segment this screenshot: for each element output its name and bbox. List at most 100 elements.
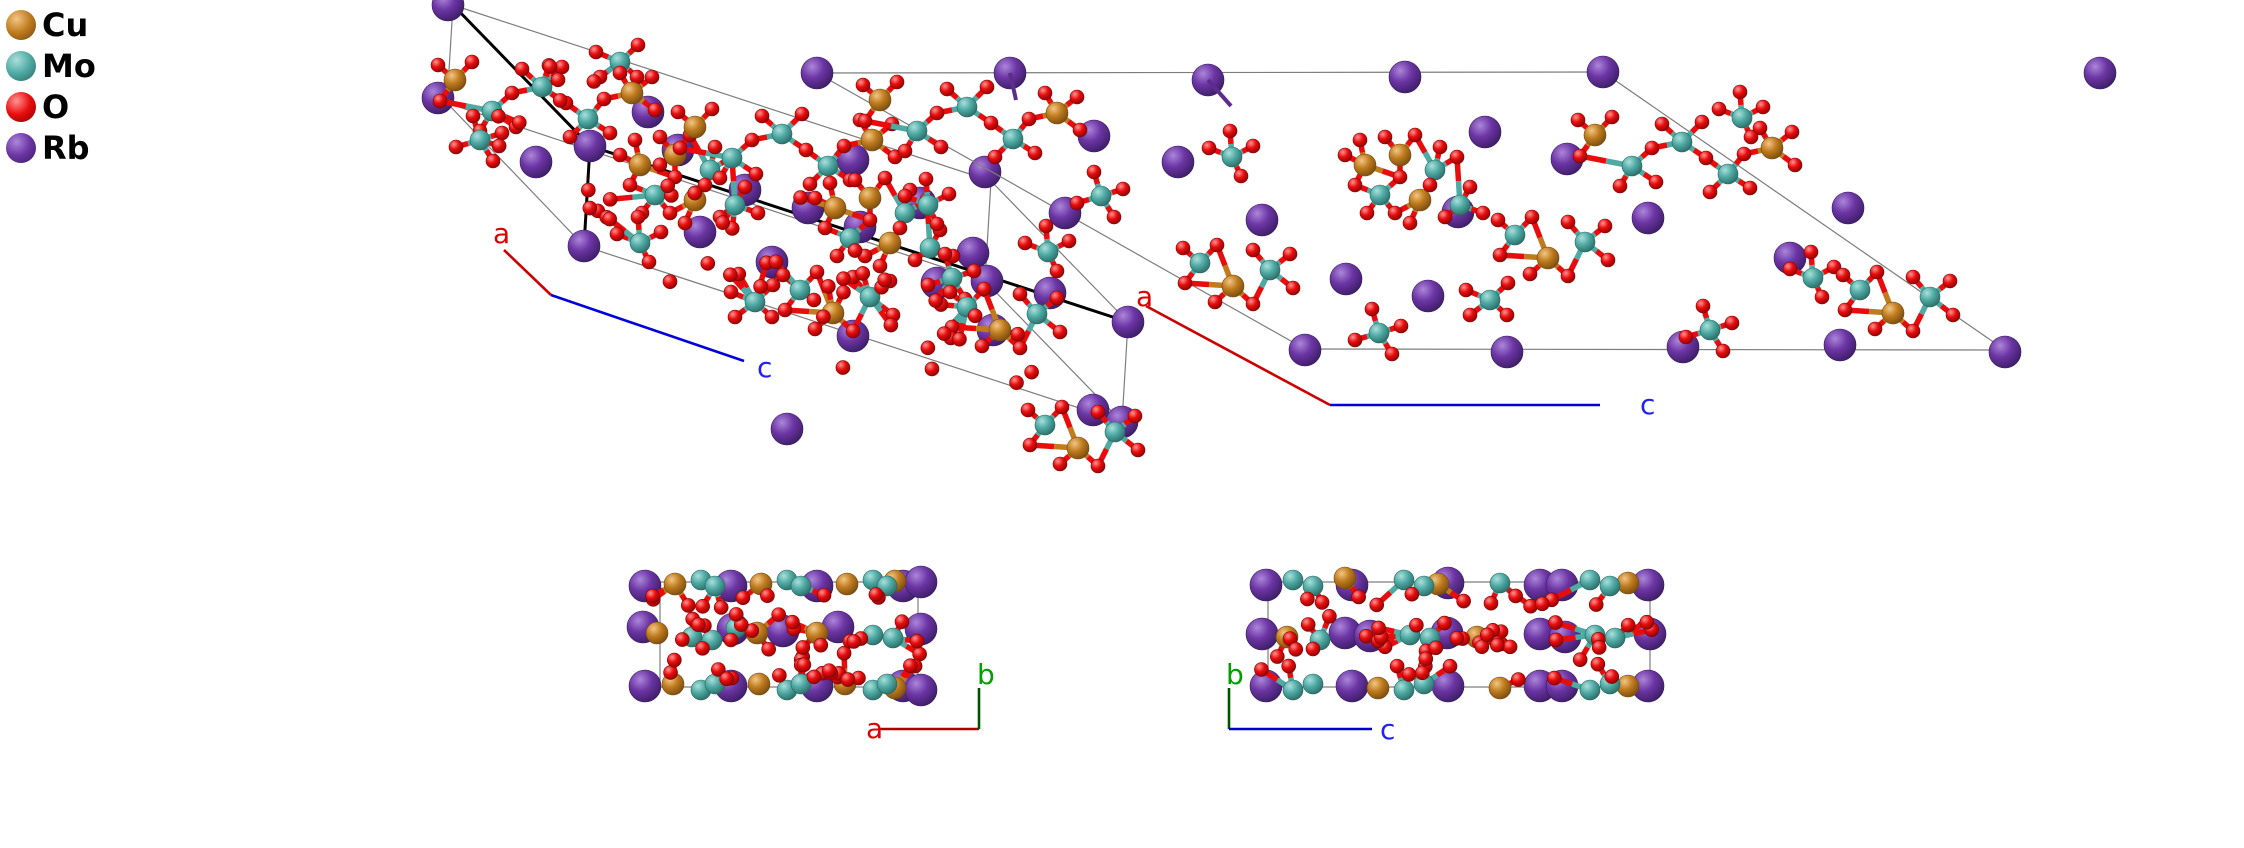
atom-o [1814, 289, 1830, 305]
atom-o [1742, 180, 1758, 196]
legend-label-o: O [42, 88, 70, 126]
legend-label-rb: Rb [42, 129, 90, 167]
atom-o [920, 277, 936, 293]
atom-o [1351, 589, 1366, 605]
atom-o [822, 175, 838, 191]
atom-o [1905, 269, 1921, 285]
atom-mo [1699, 319, 1721, 341]
atom-o [1115, 181, 1131, 197]
atom-o [485, 153, 501, 169]
atom-o [942, 284, 958, 300]
atom-o [609, 226, 625, 242]
atom-o [1305, 641, 1321, 657]
atom-o [662, 274, 678, 289]
atom-o [1732, 84, 1748, 100]
atom-mo [1034, 414, 1056, 436]
atom-o [1449, 630, 1465, 646]
atom-o [1803, 244, 1819, 260]
atom-o [1837, 302, 1853, 318]
atom-mo [629, 232, 651, 254]
atom-o [1458, 282, 1474, 298]
atom-o [687, 185, 703, 201]
atom-o [785, 614, 800, 630]
cell-edge [1304, 348, 2006, 351]
atom-o [836, 271, 851, 286]
atom-rb [1586, 55, 1620, 89]
atom-o [1644, 140, 1660, 156]
atom-o [511, 115, 527, 130]
atom-o [1570, 112, 1586, 128]
atom-o [1300, 617, 1316, 632]
atom-o [809, 264, 825, 280]
atom-o [1209, 237, 1225, 253]
atom-o [889, 74, 905, 90]
atom-mo [1424, 159, 1446, 181]
axis-label-a: a [493, 217, 510, 250]
atom-mo [1369, 184, 1391, 206]
atom-o [713, 600, 729, 615]
atom-o [552, 93, 568, 108]
atom-o [677, 215, 693, 231]
atom-o [1364, 301, 1380, 317]
atom-o [1604, 669, 1620, 684]
cell-edge [984, 180, 992, 282]
atom-o [1724, 315, 1740, 331]
atom-o [817, 220, 833, 236]
atom-o [1500, 275, 1516, 291]
atom-o [764, 309, 780, 325]
atom-mo [1671, 131, 1693, 153]
atom-o [836, 645, 852, 661]
atom-o [806, 292, 822, 308]
atom-mo [876, 673, 898, 695]
atom-o [1437, 209, 1453, 225]
legend-item-o: O [6, 90, 96, 124]
atom-o [1404, 586, 1420, 602]
atom-o [771, 607, 786, 622]
atom-cu [645, 621, 669, 645]
atom-mo [789, 279, 811, 301]
atom-o [1352, 132, 1368, 148]
atom-o [760, 588, 775, 604]
atom-o [1522, 266, 1538, 282]
atom-cu [1066, 436, 1090, 460]
atom-o [1462, 307, 1478, 323]
atom-mo [1919, 286, 1941, 308]
axis-line [1145, 304, 1331, 407]
atom-o [883, 317, 899, 333]
atom-o [918, 171, 934, 187]
atom-o [1270, 649, 1285, 664]
atom-o [1086, 164, 1102, 180]
atom-o [796, 657, 812, 673]
axes-indicator: ab [866, 658, 995, 745]
atom-o [1945, 307, 1961, 323]
atom-rb [1161, 145, 1195, 179]
view-slab-view-ab: ab [626, 565, 995, 745]
atom-o [465, 108, 481, 124]
atom-mo [1189, 252, 1211, 274]
atom-o [772, 668, 787, 683]
atom-cu [868, 88, 892, 112]
atom-o [715, 215, 731, 230]
atom-o [1755, 99, 1771, 115]
atom-o [1285, 280, 1301, 296]
atom-o [967, 308, 983, 324]
atom-mo [1002, 128, 1024, 150]
atom-o [1694, 114, 1710, 130]
atom-mo [1282, 569, 1304, 591]
atom-o [1012, 286, 1028, 302]
atom-o [675, 632, 690, 647]
atom-mo [1574, 231, 1596, 253]
atom-o [1572, 148, 1588, 164]
atom-o [672, 140, 688, 156]
atom-o [807, 321, 823, 337]
axis-line [503, 249, 552, 296]
atom-o [612, 147, 628, 163]
axes-indicator: ac [1136, 280, 1655, 421]
atom-o [794, 106, 810, 122]
atom-o [1456, 593, 1471, 609]
atom-o [802, 176, 818, 192]
atom-o [877, 272, 892, 288]
atom-mo [859, 286, 881, 308]
atom-o [711, 662, 726, 677]
atom-mo [1731, 107, 1753, 129]
